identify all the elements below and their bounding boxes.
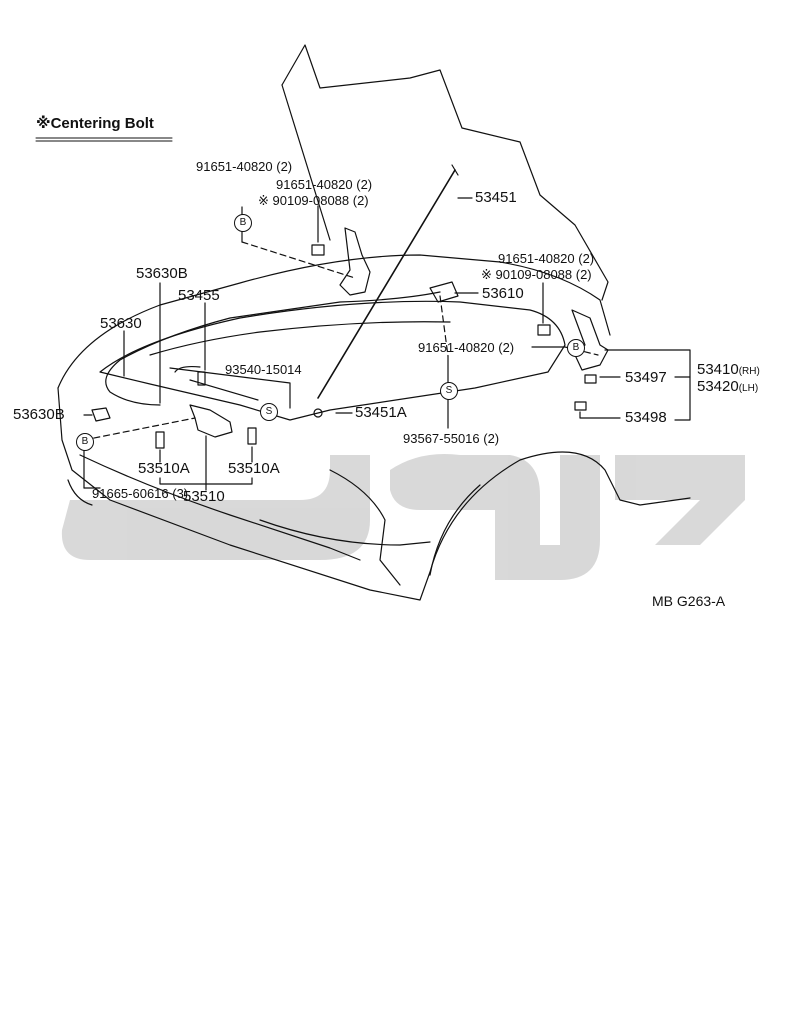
- code-91651-40820-d: 91651-40820 (2): [418, 340, 515, 355]
- part-53451-label: 53451: [475, 189, 517, 206]
- code-91651-40820-a: 91651-40820 (2): [196, 159, 293, 174]
- legend-centering-bolt: ※Centering Bolt: [36, 116, 154, 131]
- part-53510A-right-label: 53510A: [228, 460, 280, 477]
- hood-prop-rod: [317, 169, 456, 399]
- bolt-marker-c: B: [76, 433, 94, 451]
- part-53510-label: 53510: [183, 488, 225, 505]
- figure-reference: MB G263-A: [652, 593, 726, 609]
- part-53510A-left-label: 53510A: [138, 460, 190, 477]
- part-53410-side: (RH): [738, 366, 760, 377]
- hood-panel: [281, 44, 609, 301]
- part-53420-number: 53420: [697, 378, 739, 395]
- part-53410-number: 53410: [697, 361, 739, 378]
- hood-panel-edge: [281, 84, 331, 241]
- part-53498-label: 53498: [625, 409, 667, 426]
- code-91665-60616: 91665-60616 (3): [92, 486, 189, 501]
- hood-lock: [189, 404, 233, 438]
- screw-marker-a: S: [260, 403, 278, 421]
- code-91651-40820-c: 91651-40820 (2): [498, 251, 595, 266]
- part-53610-label: 53610: [482, 285, 524, 302]
- part-53420-side: (LH): [738, 383, 759, 394]
- code-93540-15014: 93540-15014: [225, 362, 302, 377]
- part-53410-label: 53410(RH): [697, 362, 760, 377]
- part-53420-label: 53420(LH): [697, 379, 758, 394]
- left-hinge: [339, 227, 371, 296]
- code-93567-55016: 93567-55016 (2): [403, 431, 500, 446]
- code-90109-08088-a: ※ 90109-08088 (2): [258, 193, 369, 208]
- legend-mark: ※: [36, 115, 51, 132]
- code-90109-08088-b: ※ 90109-08088 (2): [481, 267, 592, 282]
- code-91651-40820-b: 91651-40820 (2): [276, 177, 373, 192]
- part-53497-label: 53497: [625, 369, 667, 386]
- screw-marker-b: S: [440, 382, 458, 400]
- part-53630B-left-label: 53630B: [13, 406, 65, 423]
- release-cable: [105, 291, 441, 406]
- watermark-logo: [61, 454, 745, 580]
- legend-text: Centering Bolt: [50, 115, 154, 132]
- bolt-marker-b: B: [567, 339, 585, 357]
- part-53630-label: 53630: [100, 315, 142, 332]
- bolt-marker-a: B: [234, 214, 252, 232]
- car-body: [57, 254, 611, 389]
- part-53630B-top-label: 53630B: [136, 265, 188, 282]
- part-53451A-label: 53451A: [355, 404, 407, 421]
- part-53455-label: 53455: [178, 287, 220, 304]
